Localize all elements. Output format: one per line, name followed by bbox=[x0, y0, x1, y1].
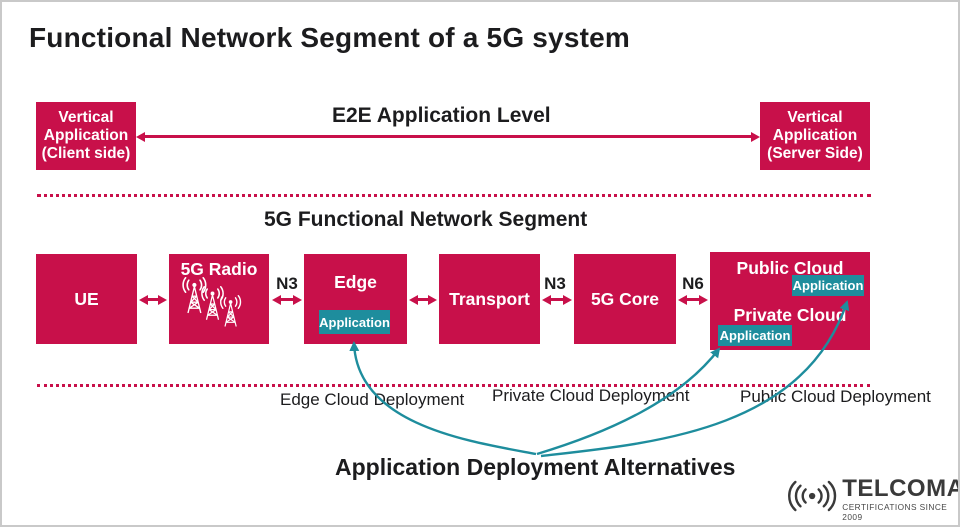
divider-dotted-top bbox=[37, 194, 871, 197]
edge-application-box: Application bbox=[319, 310, 390, 334]
telcoma-logo: TELCOMA CERTIFICATIONS SINCE 2009 bbox=[786, 475, 960, 523]
interface-label-n3-transport-core: N3 bbox=[544, 274, 566, 293]
interface-label-n6-core-cloud: N6 bbox=[682, 274, 704, 293]
node-5g-core: 5G Core bbox=[574, 254, 676, 344]
vertical-application-server-box: Vertical Application (Server Side) bbox=[760, 102, 870, 170]
cell-tower-icon bbox=[182, 277, 242, 328]
arrow-edge-transport bbox=[418, 298, 428, 301]
arrow-radio-edge bbox=[281, 298, 293, 301]
e2e-double-arrow bbox=[145, 135, 751, 138]
logo-tagline: CERTIFICATIONS SINCE 2009 bbox=[842, 502, 948, 523]
node-5g-radio-label: 5G Radio bbox=[180, 259, 258, 279]
node-cloud: Public Cloud Application Private Cloud A… bbox=[710, 252, 870, 350]
node-5g-radio: 5G Radio bbox=[169, 254, 269, 344]
node-ue: UE bbox=[36, 254, 137, 344]
private-cloud-deployment-label: Private Cloud Deployment bbox=[492, 386, 690, 405]
alternatives-label: Application Deployment Alternatives bbox=[335, 454, 736, 480]
e2e-application-level-label: E2E Application Level bbox=[332, 104, 551, 127]
arrow-transport-core bbox=[551, 298, 563, 301]
edge-cloud-deployment-label: Edge Cloud Deployment bbox=[280, 390, 465, 409]
private-cloud-label: Private Cloud bbox=[733, 305, 847, 325]
public-cloud-deployment-label: Public Cloud Deployment bbox=[740, 387, 931, 406]
node-edge: Edge Application bbox=[304, 254, 407, 344]
private-cloud-application-box: Application bbox=[718, 325, 792, 346]
radio-waves-icon bbox=[788, 480, 837, 512]
node-transport: Transport bbox=[439, 254, 540, 344]
node-edge-label: Edge bbox=[334, 272, 377, 292]
page-title: Functional Network Segment of a 5G syste… bbox=[29, 22, 630, 53]
public-cloud-label: Public Cloud bbox=[736, 258, 844, 278]
segment-heading: 5G Functional Network Segment bbox=[264, 208, 588, 231]
logo-name: TELCOMA bbox=[842, 475, 960, 502]
arrow-ue-radio bbox=[148, 298, 158, 301]
public-cloud-application-box: Application bbox=[792, 275, 864, 296]
vertical-application-client-box: Vertical Application (Client side) bbox=[36, 102, 136, 170]
interface-label-n3-radio-edge: N3 bbox=[276, 274, 298, 293]
arrow-core-cloud bbox=[687, 298, 699, 301]
